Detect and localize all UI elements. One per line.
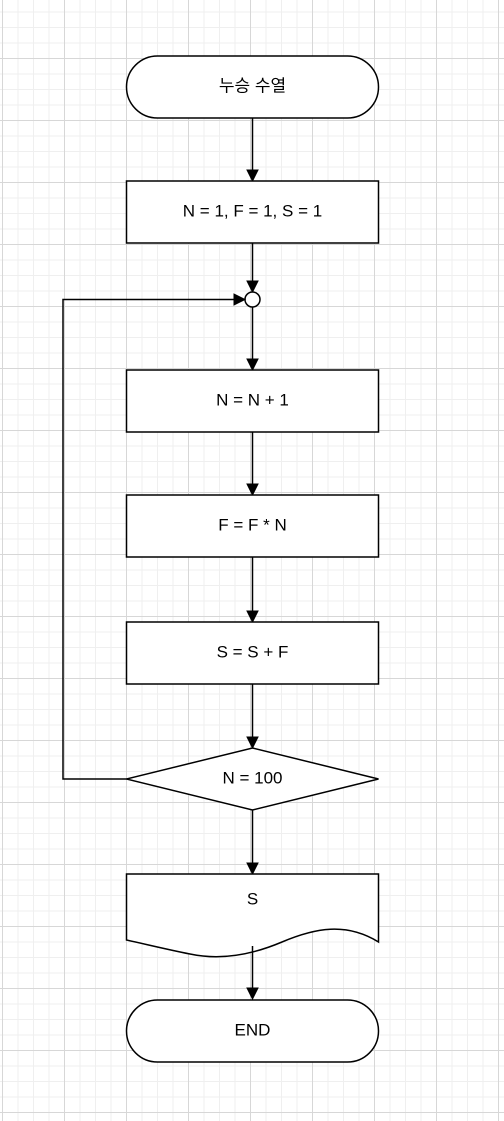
output-label: S xyxy=(247,889,258,908)
arrowhead xyxy=(233,293,247,306)
n-step-process[interactable]: N = N + 1 xyxy=(125,369,380,433)
start-label: 누승 수열 xyxy=(219,76,286,95)
arrowhead xyxy=(246,483,259,497)
edge-decision-to-output xyxy=(246,810,259,876)
init-process[interactable]: N = 1, F = 1, S = 1 xyxy=(125,180,380,244)
arrowhead xyxy=(246,987,259,1001)
s-step-process[interactable]: S = S + F xyxy=(125,621,380,685)
end-label: END xyxy=(235,1020,271,1039)
s-step-label: S = S + F xyxy=(217,642,289,661)
arrowhead xyxy=(246,358,259,372)
f-step-shape xyxy=(125,494,380,558)
edge-loop-back xyxy=(62,293,247,780)
output-shape xyxy=(125,873,380,958)
edge-junction-to-n-step xyxy=(246,307,259,372)
n-step-label: N = N + 1 xyxy=(216,390,289,409)
decision-node[interactable]: N = 100 xyxy=(126,747,379,811)
edge-s-to-decision xyxy=(246,684,259,750)
edge-output-to-end xyxy=(246,946,259,1001)
init-label: N = 1, F = 1, S = 1 xyxy=(183,201,322,220)
output-document[interactable]: S xyxy=(125,873,380,958)
arrowhead xyxy=(246,610,259,624)
start-terminator[interactable]: 누승 수열 xyxy=(125,55,380,119)
arrowhead xyxy=(246,862,259,876)
n-step-shape xyxy=(125,369,380,433)
end-terminator[interactable]: END xyxy=(125,999,380,1063)
edge-start-to-init xyxy=(246,118,259,183)
loop-junction xyxy=(244,291,261,308)
s-step-shape xyxy=(125,621,380,685)
edge-f-to-s-step xyxy=(246,557,259,624)
arrowhead xyxy=(246,736,259,750)
edge-init-to-junction xyxy=(246,243,259,294)
f-step-label: F = F * N xyxy=(218,515,286,534)
arrowhead xyxy=(246,169,259,183)
decision-label: N = 100 xyxy=(222,768,282,787)
arrowhead xyxy=(246,280,259,294)
init-shape xyxy=(125,180,380,244)
f-step-process[interactable]: F = F * N xyxy=(125,494,380,558)
edge-line xyxy=(62,298,236,780)
edge-n-to-f-step xyxy=(246,432,259,497)
end-shape xyxy=(125,999,380,1063)
